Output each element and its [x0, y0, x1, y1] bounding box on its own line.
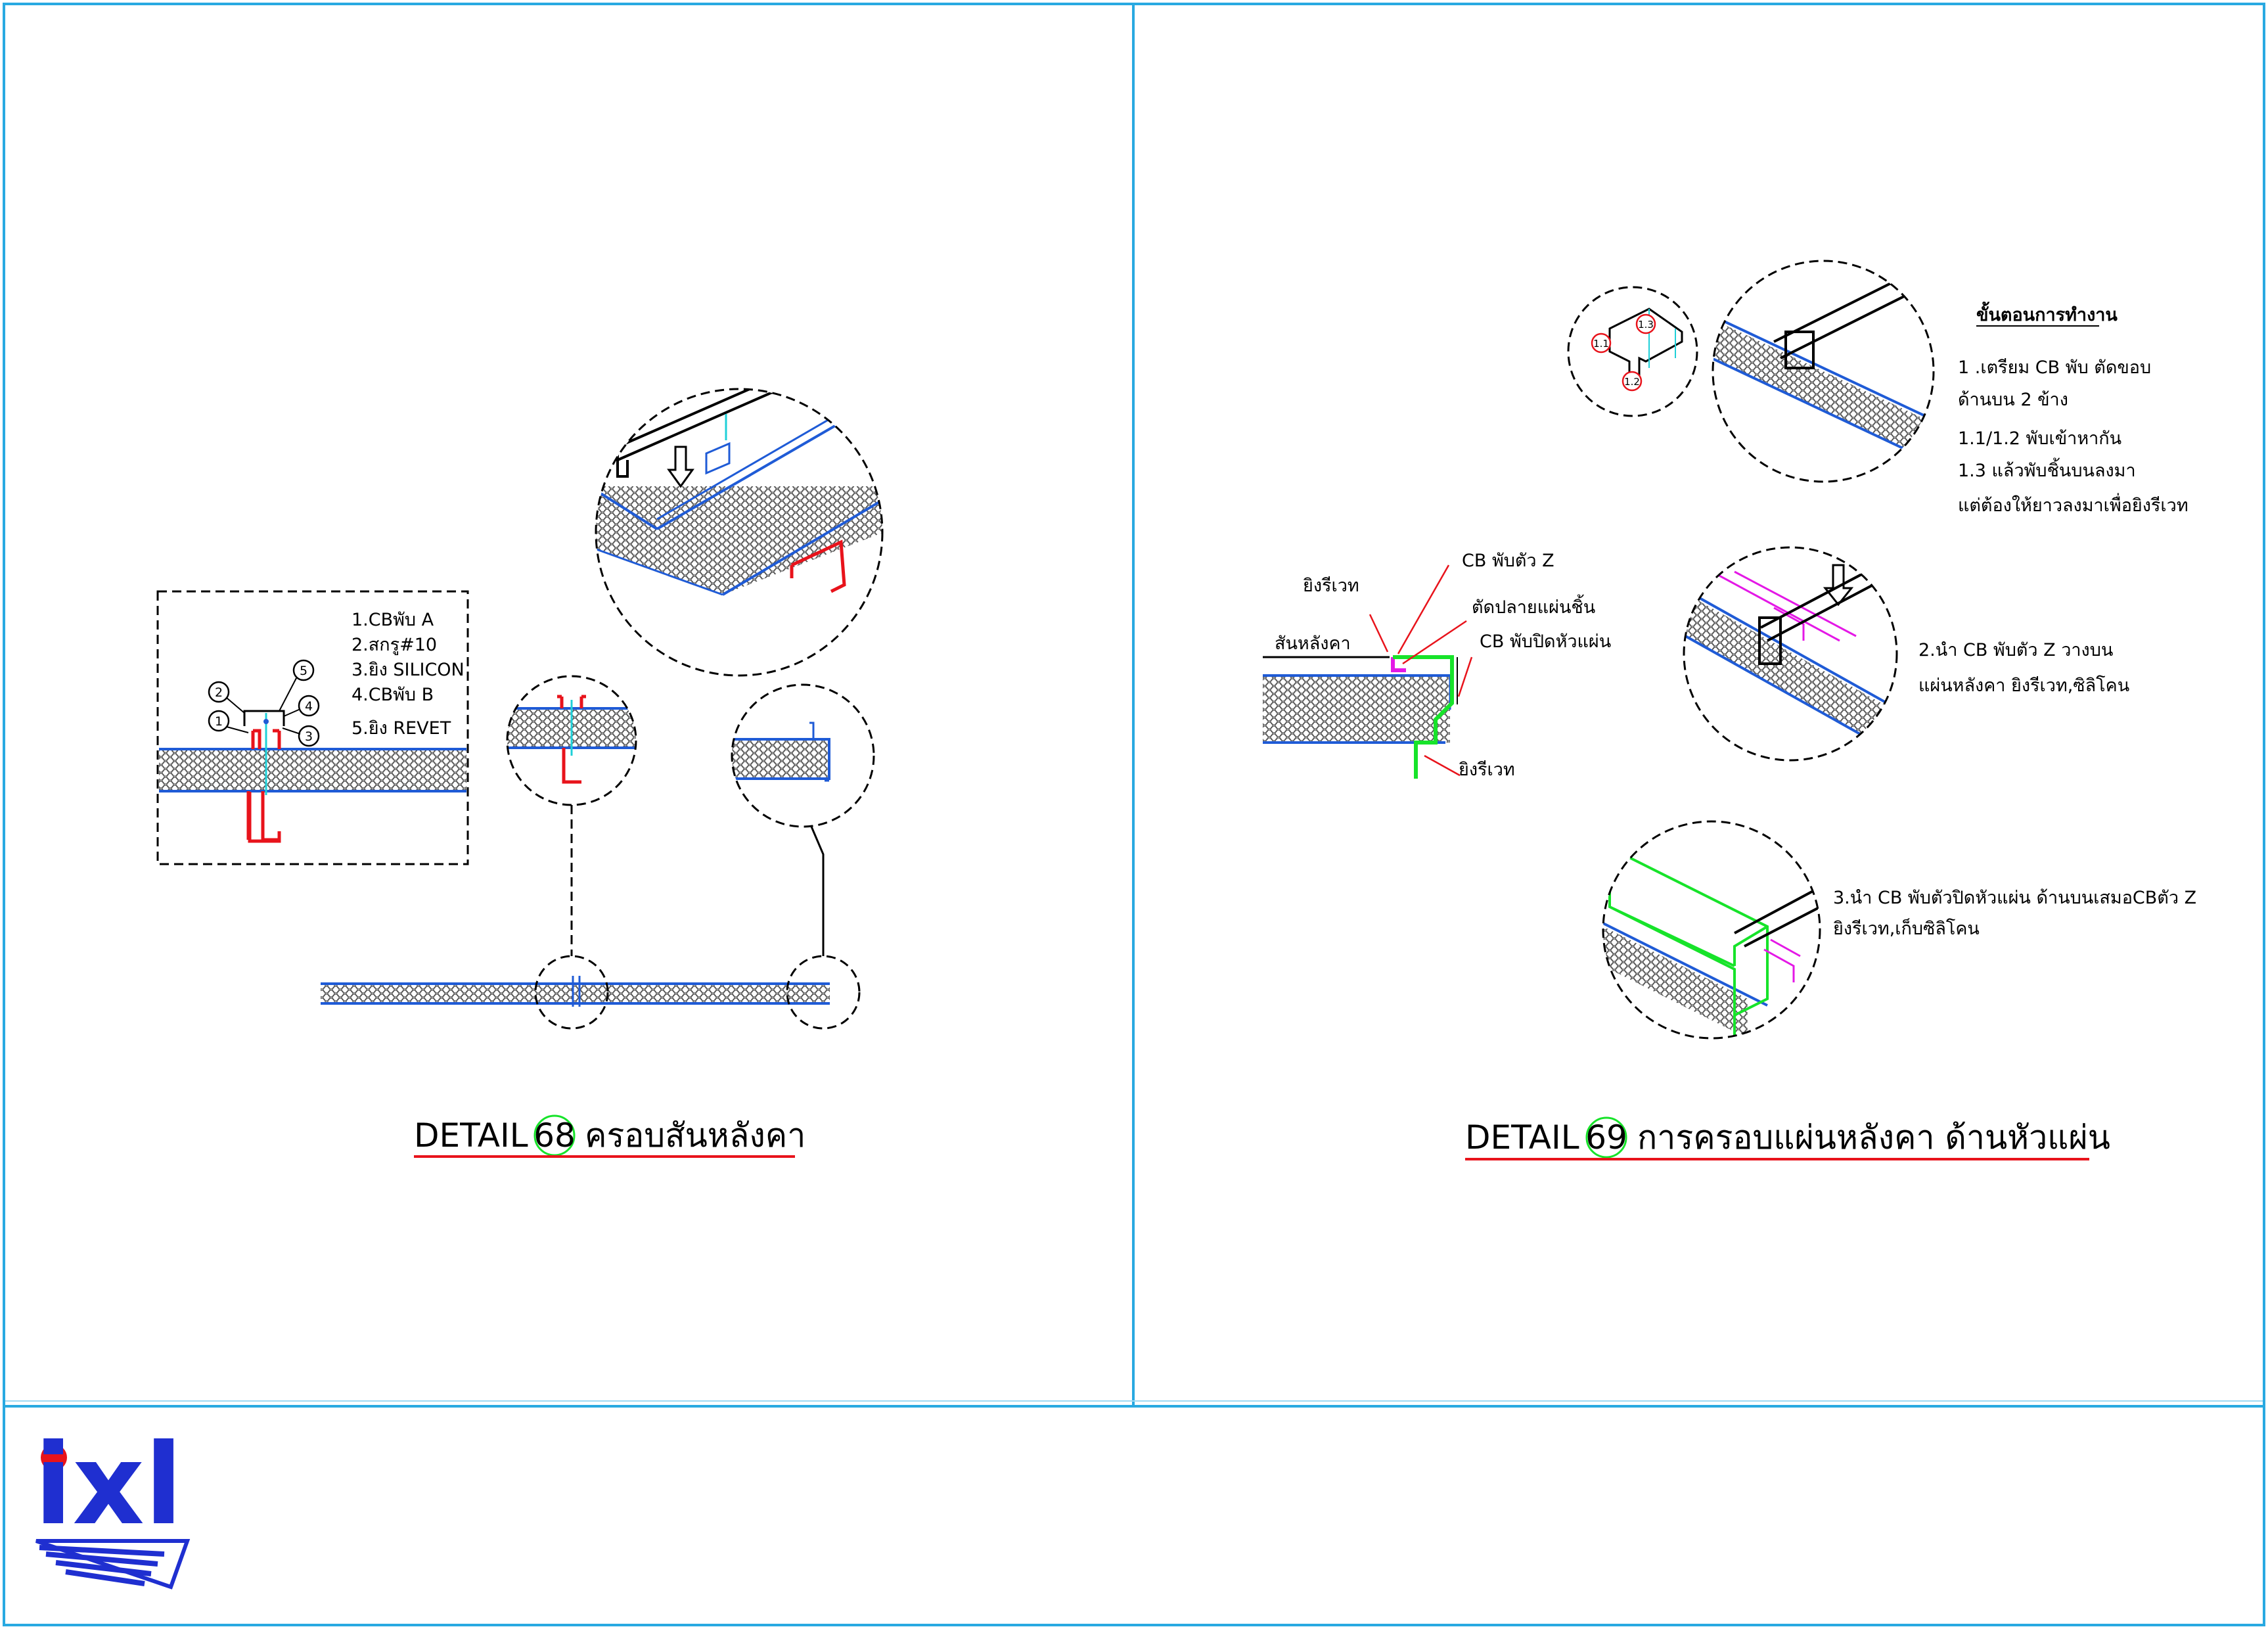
- callout-5: 5: [300, 664, 307, 678]
- label-cb-cap: CB พับปิดหัวแผ่น: [1480, 631, 1611, 652]
- step-callout-1-3: 1.3: [1638, 319, 1654, 331]
- step3-line-1: 3.นำ CB พับตัวปิดหัวแผ่น ด้านบนเสมอCBตัว…: [1833, 888, 2196, 908]
- step2-line-2: แผ่นหลังคา ยิงรีเวท,ซิลิโคน: [1918, 676, 2129, 696]
- label-rivet-top: ยิงรีเวท: [1303, 576, 1359, 596]
- step-callout-1-1: 1.1: [1593, 338, 1609, 350]
- detail-68-prefix: DETAIL: [414, 1116, 528, 1155]
- detail-69-prefix: DETAIL: [1465, 1118, 1579, 1157]
- sheet-frame: [3, 3, 2265, 1626]
- legend-item-2: 2.สกรู#10: [352, 635, 437, 655]
- callout-1: 1: [215, 714, 223, 729]
- detail-69-title-text: การครอบแผ่นหลังคา ด้านหัวแผ่น: [1637, 1118, 2110, 1157]
- label-ridge: สันหลังคา: [1275, 633, 1351, 654]
- step1-line-1: 1 .เตรียม CB พับ ตัดขอบ: [1958, 357, 2151, 378]
- detail-68-number: 68: [533, 1116, 576, 1155]
- detail-69-steps: ขั้นตอนการทำงาน 1 .เตรียม CB พับ ตัดขอบ …: [1958, 301, 2189, 516]
- step1-line-5: แต่ต้องให้ยาวลงมาเพื่อยิงรีเวท: [1958, 493, 2189, 516]
- detail-68: 1 2 3 4 5 1.CBพับ A 2.สกรู#10 3.ยิง SILI…: [156, 388, 884, 1158]
- detail-68-callouts: 1 2 3 4 5: [208, 659, 320, 747]
- detail-68-edge-zoom: [731, 683, 875, 828]
- detail-68-section-box: [156, 590, 469, 865]
- step1-line-4: 1.3 แล้วพับชิ้นบนลงมา: [1958, 457, 2136, 481]
- logo-text: ixl: [34, 1420, 183, 1550]
- detail-69: 1.1 1.2 1.3 ขั้นตอนการทำงาน 1 .เตรียม CB…: [1263, 260, 2196, 1160]
- step1-line-2: ด้านบน 2 ข้าง: [1958, 390, 2068, 410]
- legend-item-4: 4.CBพับ B: [352, 685, 434, 705]
- steps-heading: ขั้นตอนการทำงาน: [1976, 301, 2118, 325]
- detail-69-section: [1263, 564, 1473, 779]
- detail-69-step2-view: 2.นำ CB พับตัว Z วางบน แผ่นหลังคา ยิงรีเ…: [1683, 546, 2129, 762]
- step3-line-2: ยิงรีเวท,เก็บซิลิโคน: [1833, 917, 1980, 939]
- label-cut-end: ตัดปลายแผ่นชิ้น: [1472, 594, 1595, 618]
- detail-68-legend: 1.CBพับ A 2.สกรู#10 3.ยิง SILICON 4.CBพั…: [352, 610, 465, 739]
- detail-68-ridge-3d-view: [595, 388, 884, 677]
- callout-2: 2: [215, 685, 223, 700]
- logo-dot: [41, 1444, 67, 1471]
- callout-4: 4: [305, 699, 313, 714]
- step-callout-1-2: 1.2: [1624, 376, 1640, 388]
- detail-69-step3-view: 3.นำ CB พับตัวปิดหัวแผ่น ด้านบนเสมอCBตัว…: [1602, 820, 2196, 1040]
- detail-69-step1-view: [1712, 260, 1935, 483]
- detail-69-section-labels: ยิงรีเวท CB พับตัว Z ตัดปลายแผ่นชิ้น สัน…: [1275, 551, 1611, 780]
- legend-item-3: 3.ยิง SILICON: [352, 660, 465, 680]
- detail-68-title-text: ครอบสันหลังคา: [585, 1116, 805, 1155]
- detail-68-title: DETAIL 68 ครอบสันหลังคา: [414, 1114, 805, 1158]
- callout-3: 3: [305, 729, 313, 744]
- label-rivet-bottom: ยิงรีเวท: [1459, 760, 1515, 780]
- detail-68-joint-zoom: [506, 675, 637, 806]
- legend-item-5: 5.ยิง REVET: [352, 718, 451, 739]
- detail-68-plan-strip: [321, 805, 861, 1030]
- detail-69-title: DETAIL 69 การครอบแผ่นหลังคา ด้านหัวแผ่น: [1465, 1116, 2110, 1160]
- step2-line-1: 2.นำ CB พับตัว Z วางบน: [1918, 640, 2113, 660]
- ixl-logo: ixl: [34, 1420, 191, 1590]
- legend-item-1: 1.CBพับ A: [352, 610, 434, 630]
- step1-line-3: 1.1/1.2 พับเข้าหากัน: [1958, 428, 2121, 449]
- detail-69-fold-view: 1.1 1.2 1.3: [1567, 286, 1698, 417]
- label-cb-z: CB พับตัว Z: [1462, 551, 1554, 571]
- detail-69-number: 69: [1585, 1118, 1627, 1157]
